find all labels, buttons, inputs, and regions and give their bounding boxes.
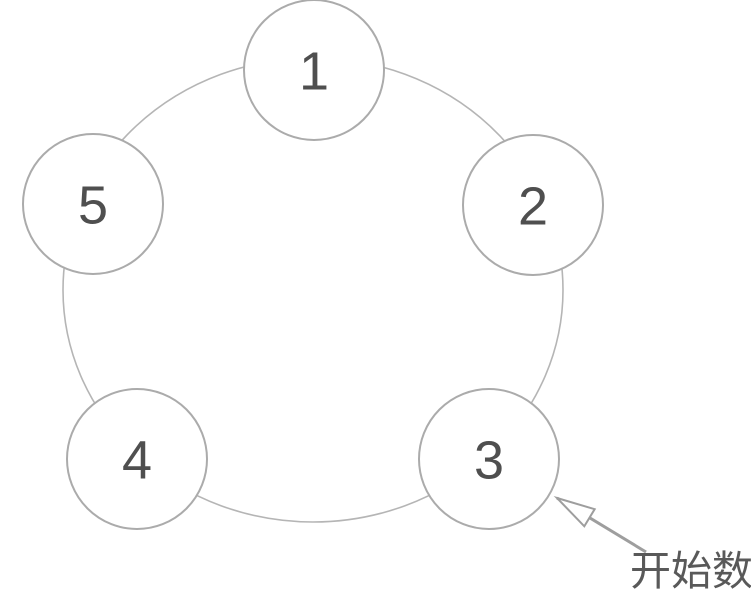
node-circle-3 [418,388,560,530]
node-number-5: 5 [78,175,108,235]
node-number-2: 2 [518,176,548,236]
node-circle-1 [243,0,385,141]
start-counting-label: 开始数 [630,548,751,594]
node-number-4: 4 [122,430,152,490]
node-number-3: 3 [474,430,504,490]
arrow-head [553,495,597,528]
node-number-1: 1 [299,41,329,101]
node-circle-5 [22,133,164,275]
node-circle-2 [462,134,604,276]
node-circle-4 [66,388,208,530]
